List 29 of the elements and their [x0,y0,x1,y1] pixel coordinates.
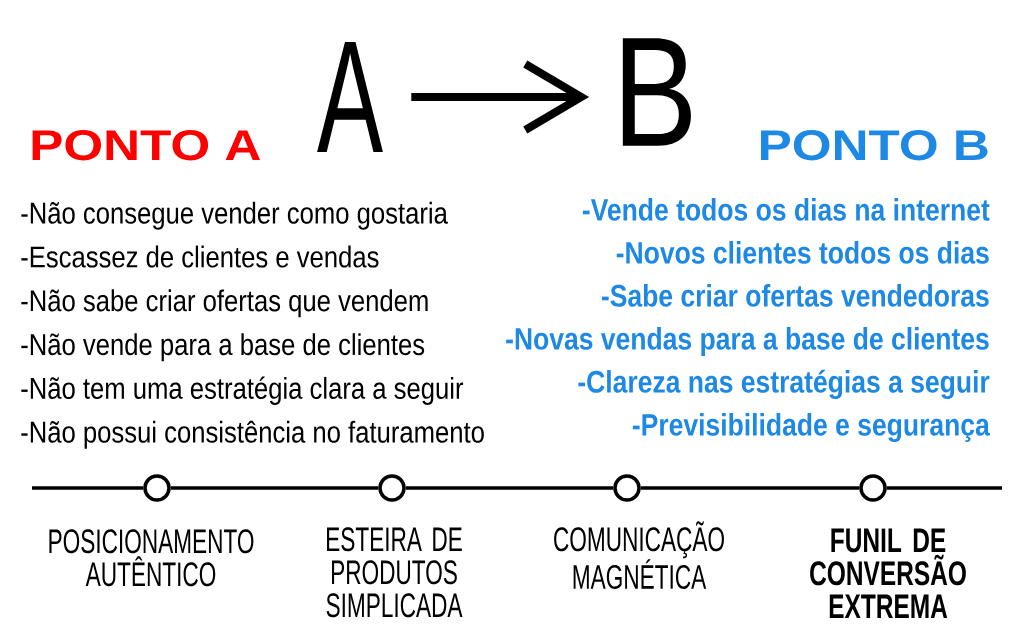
milestone-label: ESTEIRA DE PRODUTOS SIMPLICADA [326,527,463,618]
list-item: -Previsibilidade e segurança [632,413,990,443]
list-item: -Não consegue vender como gostaria [21,201,448,230]
timeline-line [170,486,379,490]
milestone-circle [859,474,887,502]
list-item: -Novas vendas para a base de clientes [506,327,989,356]
list-item: -Não sabe criar ofertas que vendem [21,289,428,318]
list-item: -Escassez de clientes e vendas [21,245,379,268]
list-item: -Não possui consistência no faturamento [21,420,484,449]
list-item: -Não tem uma estratégia clara a seguir [21,376,464,405]
list-item: -Novos clientes todos os dias [616,241,989,264]
list-item: -Sabe criar ofertas vendedoras [601,284,989,307]
heading: PONTO A [32,129,260,161]
milestone-circle [613,474,641,502]
timeline-line [32,486,144,490]
timeline-line [886,486,1002,490]
milestone-label: POSICIONAMENTO AUTÊNTICO [49,529,254,587]
milestone-circle [143,474,171,502]
timeline-line [405,486,614,490]
handwritten-letter: B [622,38,691,146]
list-item: -Não vende para a base de clientes [21,333,425,362]
milestone-label: FUNIL DE CONVERSÃO EXTREMA [810,528,966,618]
list-item: -Clareza nas estratégias a seguir [578,369,990,400]
milestone-circle [378,474,406,502]
milestone-label: COMUNICAÇÃO MAGNÉTICA [554,521,724,590]
timeline-line [640,486,860,490]
heading: PONTO B [761,129,988,161]
list-item: -Vende todos os dias na internet [582,198,990,221]
handwritten-letter: A [317,41,383,153]
